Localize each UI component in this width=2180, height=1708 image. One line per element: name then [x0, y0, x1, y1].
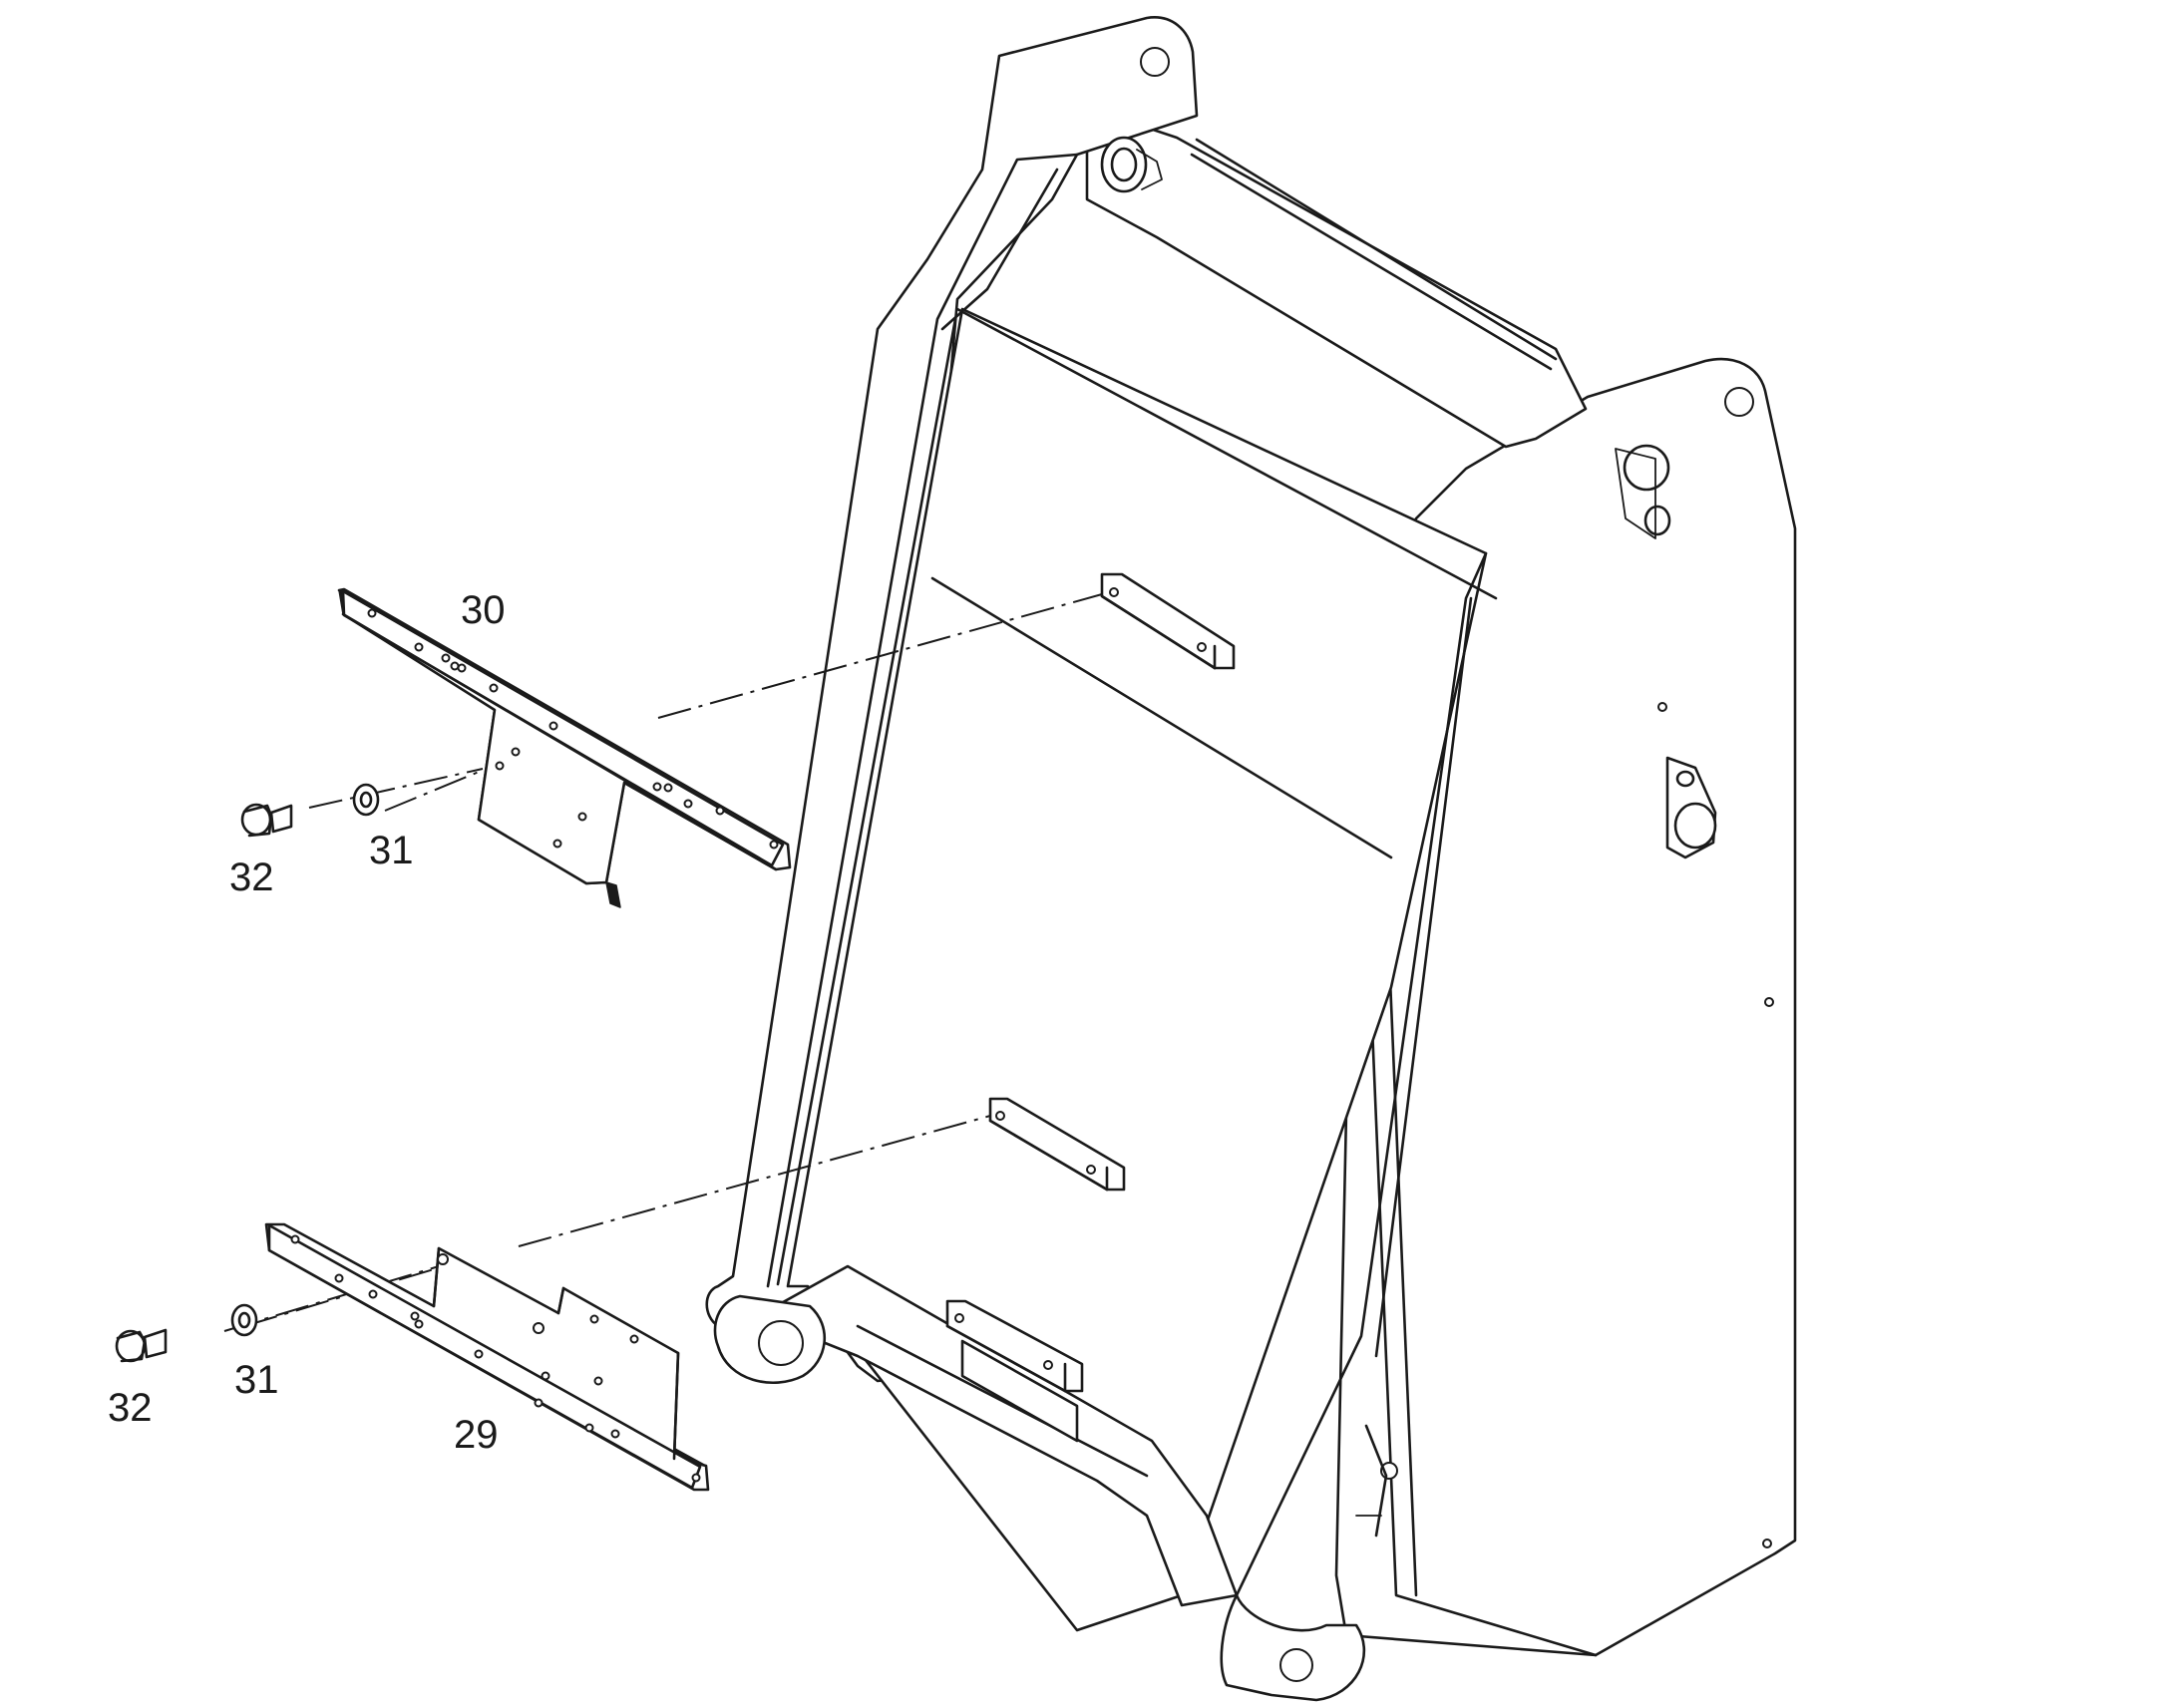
callout-29: 29 — [454, 1413, 499, 1457]
mounting-block-lower — [988, 1097, 1126, 1192]
top-cross-tube — [1085, 106, 1588, 449]
pin-side-right — [1665, 756, 1717, 859]
lug-hole-top-left — [1140, 47, 1170, 77]
plate-30-holes — [367, 608, 779, 850]
lug-hole-top-right — [1724, 387, 1754, 417]
boom-frame — [705, 16, 1797, 1702]
centerlines — [223, 593, 1103, 1332]
callout-32-lower: 32 — [108, 1386, 153, 1430]
mounting-block-upper — [1100, 572, 1236, 670]
callout-31-lower: 31 — [234, 1358, 279, 1402]
plate-30 — [337, 587, 792, 908]
bolt-32-upper — [240, 803, 293, 838]
mounting-block-bottom — [945, 1299, 1084, 1443]
pin-top-left — [1100, 136, 1163, 193]
washer-31-upper — [352, 783, 380, 817]
callout-30: 30 — [461, 588, 506, 632]
pin-top-right — [1615, 444, 1671, 539]
plate-29-holes — [290, 1234, 701, 1483]
plate-29 — [264, 1222, 710, 1492]
washer-31-lower — [230, 1303, 258, 1337]
callout-32-upper: 32 — [229, 855, 274, 899]
bolt-32-lower — [115, 1328, 168, 1363]
callout-31-upper: 31 — [369, 829, 414, 872]
